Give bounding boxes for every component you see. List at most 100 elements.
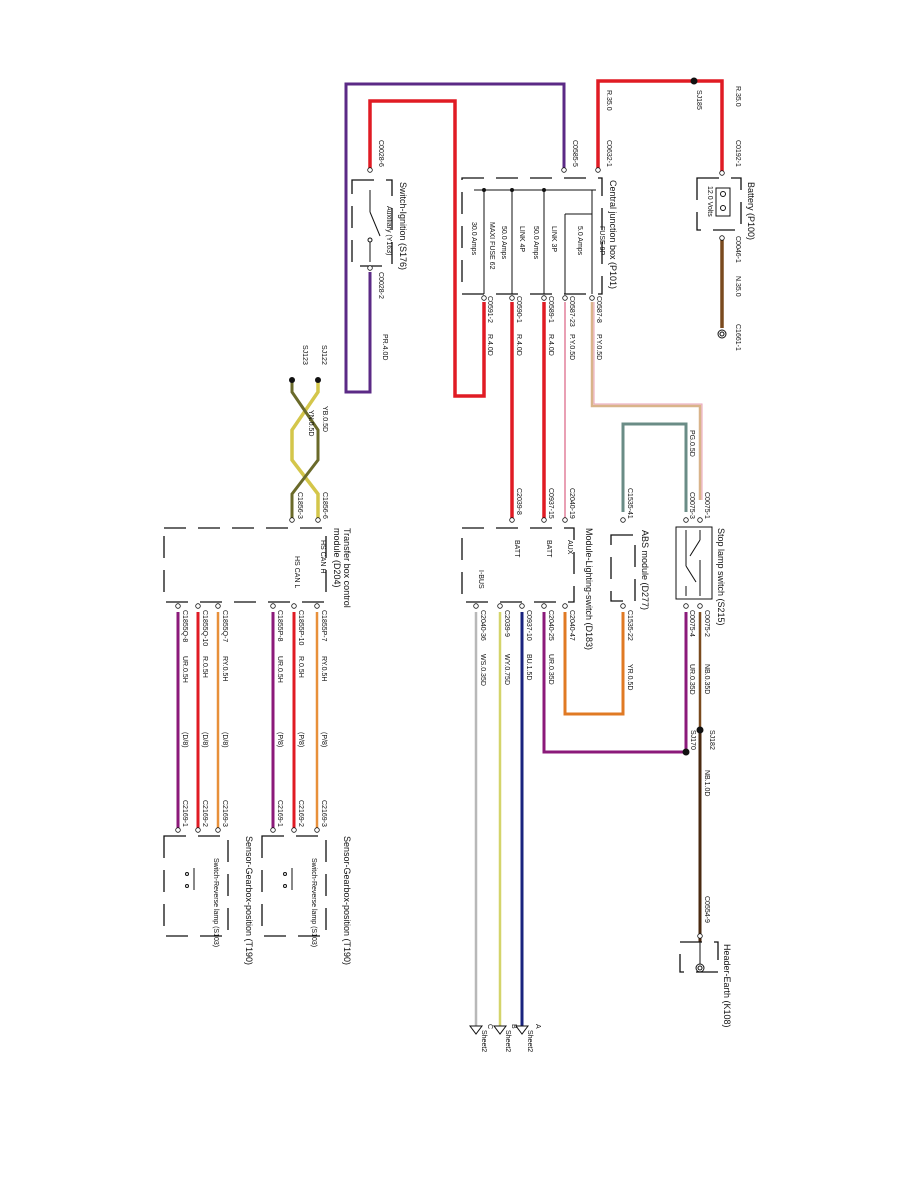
- splice-sj185-label: SJ185: [695, 90, 702, 110]
- splice-sj122: [315, 377, 321, 383]
- gearbox-sensor-2: Sensor-Gearbox-position (T190) Switch-Re…: [163, 835, 254, 965]
- sheet-c-arrow: [469, 1025, 483, 1035]
- wire-yb05: YB.0.5D: [321, 406, 328, 432]
- harness-d8a: (D/8): [221, 732, 228, 748]
- ignition-title: Switch-Ignition (S176): [398, 182, 408, 270]
- lighting-switch-module: Module-Lighting-switch (D183) AUX BATT B…: [461, 527, 594, 650]
- battery-volts: 12.0 Volts: [706, 186, 713, 217]
- pin-aux: AUX: [566, 540, 573, 555]
- wire-py05a: P.Y.0.5D: [568, 334, 575, 360]
- wire-r05a: R.0.5H: [297, 656, 304, 678]
- conn-c0028-2: C0028-2: [377, 272, 384, 299]
- wire-pg05: PG.0.5D: [688, 430, 695, 457]
- wire-wy075: WY.0.75D: [503, 654, 510, 685]
- sheet-a-arrow: [515, 1025, 529, 1035]
- splice-sj182: [696, 726, 704, 734]
- conn-c1661: C1661-1: [734, 324, 741, 351]
- wire-yn05: YN.0.5D: [307, 410, 314, 436]
- maxi-fuse-62-amps: 30.0 Amps: [470, 222, 477, 256]
- conn-c1855q-7: C1855Q-7: [221, 610, 228, 642]
- conn-c2039-9: C2039-9: [503, 610, 510, 637]
- sheet-a-ref: Sheet2: [526, 1030, 533, 1052]
- wire-ur035a: UR.0.35D: [688, 664, 695, 695]
- conn-c0585: C0585-5: [571, 140, 578, 167]
- wire-r05b: R.0.5H: [201, 656, 208, 678]
- splice-sj185: [690, 77, 698, 85]
- conn-c0589: C0589-1: [547, 296, 554, 323]
- reverse-2: Switch-Reverse lamp (S103): [212, 858, 219, 947]
- conn-c2040-25: C2040-25: [547, 610, 554, 641]
- wire-ur035b: UR.0.35D: [547, 654, 554, 685]
- wire-ur035-lighting: [542, 612, 686, 754]
- conn-c0591: C0591-2: [486, 296, 493, 323]
- wire-bu15: BU.1.5D: [525, 654, 532, 680]
- wire-ignition-purple: [344, 82, 566, 394]
- conn-c2039-8: C2039-8: [515, 488, 522, 515]
- wire-yr05: YR.0.5D: [626, 664, 633, 690]
- sheet-references: A Sheet2 B Sheet2 C Sheet2: [469, 1024, 541, 1052]
- harness-p8a: (P/8): [320, 732, 327, 747]
- wire-ws035: WS.0.35D: [479, 654, 486, 686]
- sheet-a: A: [534, 1024, 541, 1029]
- header-earth-title: Header-Earth (K108): [722, 944, 732, 1028]
- wire-pr4: PR.4.0D: [381, 334, 388, 360]
- splice-sj170: [682, 748, 690, 756]
- splice-sj170-label: SJ170: [689, 730, 696, 750]
- maxi-fuse-62: MAXI FUSE 62: [488, 222, 495, 270]
- wire-ignition-red: [368, 99, 486, 398]
- ignition-aux: Auxiliary (Y163): [385, 206, 392, 255]
- splice-sj122-label: SJ122: [320, 345, 327, 365]
- fuse-9p-amps: 5.0 Amps: [576, 226, 583, 256]
- sheet-b-ref: Sheet2: [504, 1030, 511, 1052]
- lighting-title: Module-Lighting-switch (D183): [584, 528, 594, 650]
- wire-r35: R.35.0: [734, 86, 741, 107]
- gearbox-title-2: Sensor-Gearbox-position (T190): [244, 836, 254, 965]
- pin-hs-can-h: HS CAN H: [319, 540, 326, 573]
- conn-c0075-1: C0075-1: [703, 492, 710, 519]
- harness-d8b: (D/8): [201, 732, 208, 748]
- conn-c0046: C0046-1: [734, 236, 741, 263]
- conn-c0192: C0192-1: [734, 140, 741, 167]
- wire-ur05a: UR.0.5H: [276, 656, 283, 683]
- conn-c1856-3: C1856-3: [296, 492, 303, 519]
- conn-c1856-6: C1856-6: [321, 492, 328, 519]
- wire-n35: N.35.0: [734, 276, 741, 297]
- pin-hs-can-l: HS CAN L: [293, 556, 300, 588]
- battery-earth-terminal: [717, 329, 727, 339]
- stop-lamp-switch: Stop lamp switch (S215): [675, 526, 726, 626]
- conn-c0075-3: C0075-3: [688, 492, 695, 519]
- connector-pins: [175, 167, 725, 939]
- wire-r4c: R.4.0D: [547, 334, 554, 356]
- wire-battery-feed: [596, 79, 724, 173]
- conn-c2169-2b: C2169-2: [201, 800, 208, 827]
- battery-title: Battery (P100): [746, 182, 756, 240]
- pin-ibus: I-BUS: [477, 570, 484, 589]
- connector-labels: C0192-1 C0046-1 C1661-1 C0632-1 C0585-5 …: [181, 140, 741, 923]
- link-3p: LINK 3P: [550, 226, 557, 252]
- wire-nb035: NB.0.35D: [703, 664, 710, 694]
- wire-can-yn: [290, 380, 320, 518]
- conn-c1535-41: C1535-41: [626, 488, 633, 519]
- link-4p-amps: 50.0 Amps: [500, 226, 507, 260]
- gearbox-sensor-1: Sensor-Gearbox-position (T190) Switch-Re…: [261, 835, 352, 965]
- splice-sj123: [289, 377, 295, 383]
- splice-sj182-label: SJ182: [708, 730, 715, 750]
- conn-c2169-3: C2169-3: [320, 800, 327, 827]
- wire-nb1: NB.1.0D: [703, 770, 710, 796]
- conn-c0937-10: C0937-10: [525, 610, 532, 641]
- conn-c2169-2: C2169-2: [297, 800, 304, 827]
- transfer-title-2: module (D204): [332, 528, 342, 588]
- harness-p8c: (P/8): [276, 732, 283, 747]
- central-junction-box: Central junction box (P101) FUSE 9P 5.0 …: [461, 177, 618, 295]
- conn-c0075-4: C0075-4: [688, 610, 695, 637]
- wire-stoplamp-feed: [590, 302, 702, 500]
- header-earth: Header-Earth (K108): [679, 941, 732, 1028]
- fuse-9p: FUSE 9P: [598, 226, 605, 256]
- wire-ry05a: RY.0.5H: [320, 656, 327, 681]
- wire-abs-teal: [621, 422, 688, 512]
- conn-c2040-19: C2040-19: [568, 488, 575, 519]
- conn-c0075-2: C0075-2: [703, 610, 710, 637]
- wire-ry05b: RY.0.5H: [221, 656, 228, 681]
- conn-c1855p-8: C1855P-8: [276, 610, 283, 642]
- splice-sj123-label: SJ123: [301, 345, 308, 365]
